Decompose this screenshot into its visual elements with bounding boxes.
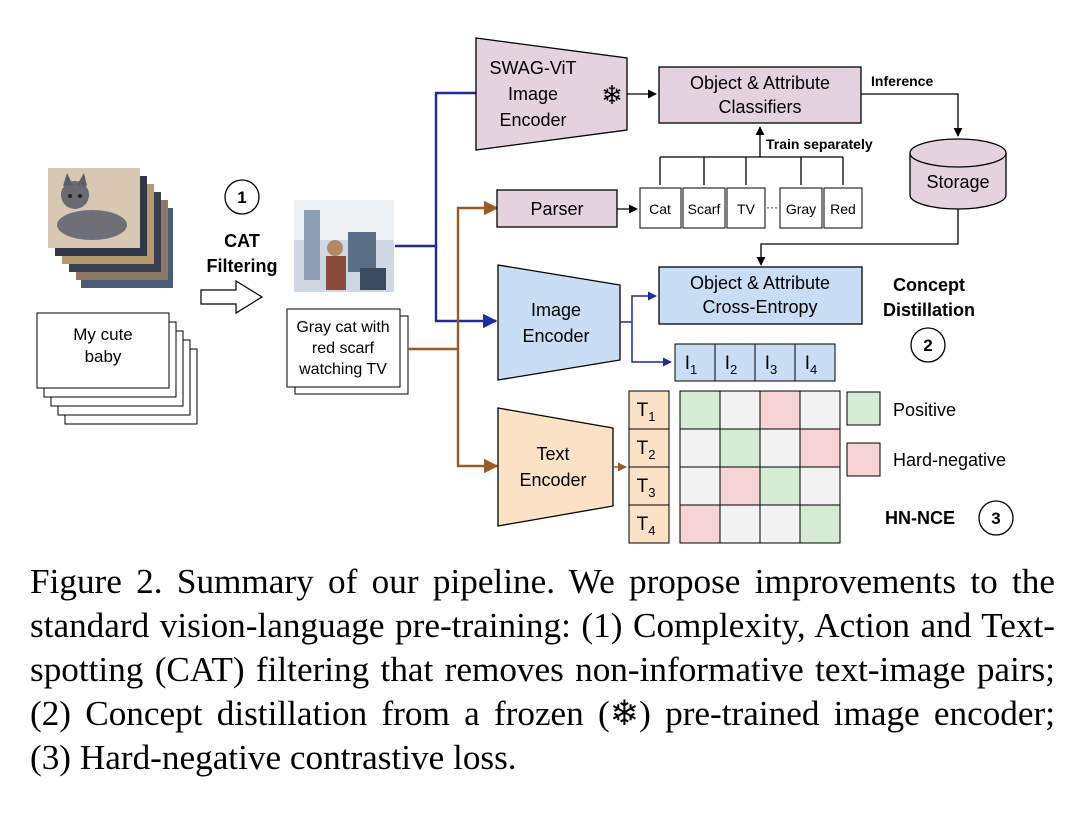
cat-photo <box>48 168 140 248</box>
matrix-cell-4-4 <box>799 504 841 544</box>
cross-entropy-box: Object & Attribute Cross-Entropy <box>658 266 863 325</box>
text-embeddings: T1 T2 T3 T4 <box>628 390 670 544</box>
input-caption-line-1: My cute <box>73 325 133 344</box>
filtered-caption-line-3: watching TV <box>298 361 387 378</box>
concept-list: Cat Scarf TV ··· Gray Red <box>639 187 863 229</box>
step2-number: 2 <box>923 336 932 355</box>
filtered-image <box>294 200 394 292</box>
image-embedding-4: I4 <box>805 353 818 377</box>
image-encoder: Image Encoder <box>497 264 621 381</box>
matrix-cell-3-4 <box>799 466 841 506</box>
step2-number-circle <box>910 327 946 363</box>
text-embedding-2: T2 <box>637 438 656 462</box>
matrix-cell-2-4 <box>799 428 841 468</box>
text-routing-arrows <box>408 200 499 474</box>
legend-positive-swatch <box>846 391 881 426</box>
concept-scarf: Scarf <box>688 201 721 217</box>
image-embedding-2: I2 <box>725 353 738 377</box>
matrix-cell-4-2 <box>719 504 761 544</box>
matrix-cell-2-1 <box>679 428 721 468</box>
legend: Positive Hard-negative <box>846 391 1006 477</box>
input-caption-stack: My cute baby <box>36 312 198 425</box>
input-image-stack <box>48 168 173 288</box>
freeze-icon: ❄ <box>601 80 623 110</box>
text-embedding-3: T3 <box>637 476 656 500</box>
filter-arrow-icon <box>200 279 264 315</box>
concept-cat: Cat <box>649 201 671 217</box>
step1-number-circle <box>224 179 260 215</box>
matrix-cell-3-2 <box>719 466 761 506</box>
image-embeddings: I1 I2 I3 I4 <box>674 343 836 382</box>
concept-gray: Gray <box>786 201 816 217</box>
step1-number: 1 <box>237 188 246 207</box>
step3-number-circle <box>978 500 1014 536</box>
image-embedding-1: I1 <box>685 353 698 377</box>
text-encoder: Text Encoder <box>497 407 614 527</box>
storage-label: Storage <box>926 172 989 192</box>
pipeline-diagram: My cute baby 1 CAT Filtering Gray cat wi… <box>36 37 1014 544</box>
parser-box: Parser <box>496 189 618 228</box>
train-separately-label: Train separately <box>766 136 873 152</box>
swag-encoder-line-1: SWAG-ViT <box>489 58 576 78</box>
text-embedding-1: T1 <box>637 400 656 424</box>
cross-entropy-line-2: Cross-Entropy <box>702 297 817 317</box>
concept-distillation-line-2: Distillation <box>883 300 975 320</box>
swag-encoder-line-2: Image <box>508 84 558 104</box>
inference-arrow <box>861 93 963 137</box>
step1-cat-filtering: 1 CAT Filtering <box>200 179 278 315</box>
filtered-caption-line-2: red scarf <box>312 340 375 357</box>
image-embedding-3: I3 <box>765 353 778 377</box>
text-encoder-line-2: Encoder <box>519 470 586 490</box>
figure-caption: Figure 2. Summary of our pipeline. We pr… <box>30 562 1055 777</box>
matrix-cell-3-3 <box>759 466 801 506</box>
matrix-cell-2-3 <box>759 428 801 468</box>
matrix-cell-4-1 <box>679 504 721 544</box>
concept-tv: TV <box>737 201 756 217</box>
step3-number: 3 <box>991 509 1000 528</box>
text-embedding-4: T4 <box>637 514 656 538</box>
storage-cylinder: Storage <box>909 138 1007 210</box>
classifiers-line-2: Classifiers <box>718 97 801 117</box>
object-attribute-classifiers: Object & Attribute Classifiers <box>658 66 862 124</box>
step1-label-line-1: CAT <box>224 231 260 251</box>
matrix-cell-4-3 <box>759 504 801 544</box>
matrix-cell-1-3 <box>759 390 801 430</box>
filtered-caption-stack: Gray cat with red scarf watching TV <box>286 308 409 395</box>
inference-label: Inference <box>871 73 933 89</box>
legend-negative-label: Hard-negative <box>893 450 1006 470</box>
classifiers-line-1: Object & Attribute <box>690 73 830 93</box>
concepts-ellipsis: ··· <box>766 200 778 214</box>
image-routing-arrows <box>395 85 498 329</box>
matrix-cell-1-2 <box>719 390 761 430</box>
matrix-cell-1-4 <box>799 390 841 430</box>
concept-distillation-line-1: Concept <box>893 275 965 295</box>
matrix-cell-1-1 <box>679 390 721 430</box>
matrix-cell-3-1 <box>679 466 721 506</box>
image-encoder-line-1: Image <box>531 300 581 320</box>
image-encoder-output-arrows <box>620 291 672 367</box>
filtered-caption-line-1: Gray cat with <box>296 319 389 336</box>
swag-encoder-line-3: Encoder <box>499 110 566 130</box>
matrix-cell-2-2 <box>719 428 761 468</box>
step1-label-line-2: Filtering <box>207 256 278 276</box>
legend-negative-swatch <box>846 442 881 477</box>
input-caption-line-2: baby <box>85 347 122 366</box>
image-encoder-line-2: Encoder <box>522 326 589 346</box>
swag-vit-image-encoder: SWAG-ViT Image Encoder ❄ <box>475 37 628 151</box>
similarity-matrix <box>679 390 841 544</box>
legend-positive-label: Positive <box>893 400 956 420</box>
cross-entropy-line-1: Object & Attribute <box>690 273 830 293</box>
train-separately-tree <box>659 126 844 185</box>
text-encoder-line-1: Text <box>536 444 569 464</box>
storage-to-cross-entropy-arrow <box>756 209 959 266</box>
hn-nce-label: HN-NCE <box>885 508 955 528</box>
parser-label: Parser <box>530 199 583 219</box>
concept-red: Red <box>830 201 856 217</box>
